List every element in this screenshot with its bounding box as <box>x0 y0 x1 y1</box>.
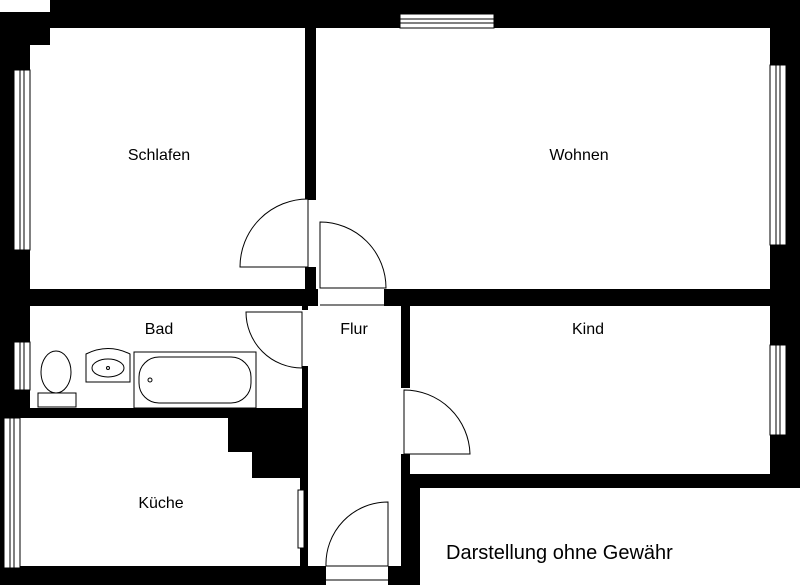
door-swing-entrance <box>325 501 389 567</box>
label-bad: Bad <box>145 321 173 338</box>
label-kind: Kind <box>572 321 604 338</box>
bathtub <box>133 351 257 409</box>
door-swing-flur-north <box>319 221 387 289</box>
window-kind-east <box>769 344 787 436</box>
room-kind <box>410 306 770 474</box>
disclaimer: Darstellung ohne Gewähr <box>446 542 673 564</box>
label-wohnen: Wohnen <box>549 147 608 164</box>
bathroom-fixtures <box>37 348 257 409</box>
room-labels: Schlafen Wohnen Bad Flur Kind Küche <box>128 147 609 512</box>
window-wohnen-east <box>769 64 787 246</box>
window-kueche-east <box>297 489 305 549</box>
washbasin <box>85 348 131 383</box>
window-kueche-west <box>3 417 21 569</box>
door-opening-bad <box>300 310 310 366</box>
window-schlafen-west <box>13 69 31 251</box>
door-opening-flur-north <box>318 286 384 308</box>
room-schlafen <box>30 28 305 289</box>
label-schlafen: Schlafen <box>128 147 190 164</box>
door-swing-schlafen <box>239 198 309 268</box>
room-kueche <box>20 418 300 566</box>
window-bad-west <box>13 341 31 391</box>
doors <box>239 198 471 585</box>
toilet <box>37 350 77 408</box>
door-opening-entrance <box>326 564 388 585</box>
window-wohnen-top <box>399 13 495 29</box>
door-swing-kind <box>403 389 471 455</box>
label-kueche: Küche <box>138 495 183 512</box>
label-flur: Flur <box>340 321 368 338</box>
room-wohnen <box>316 28 770 289</box>
windows <box>3 13 787 569</box>
door-swing-bad <box>245 311 303 369</box>
